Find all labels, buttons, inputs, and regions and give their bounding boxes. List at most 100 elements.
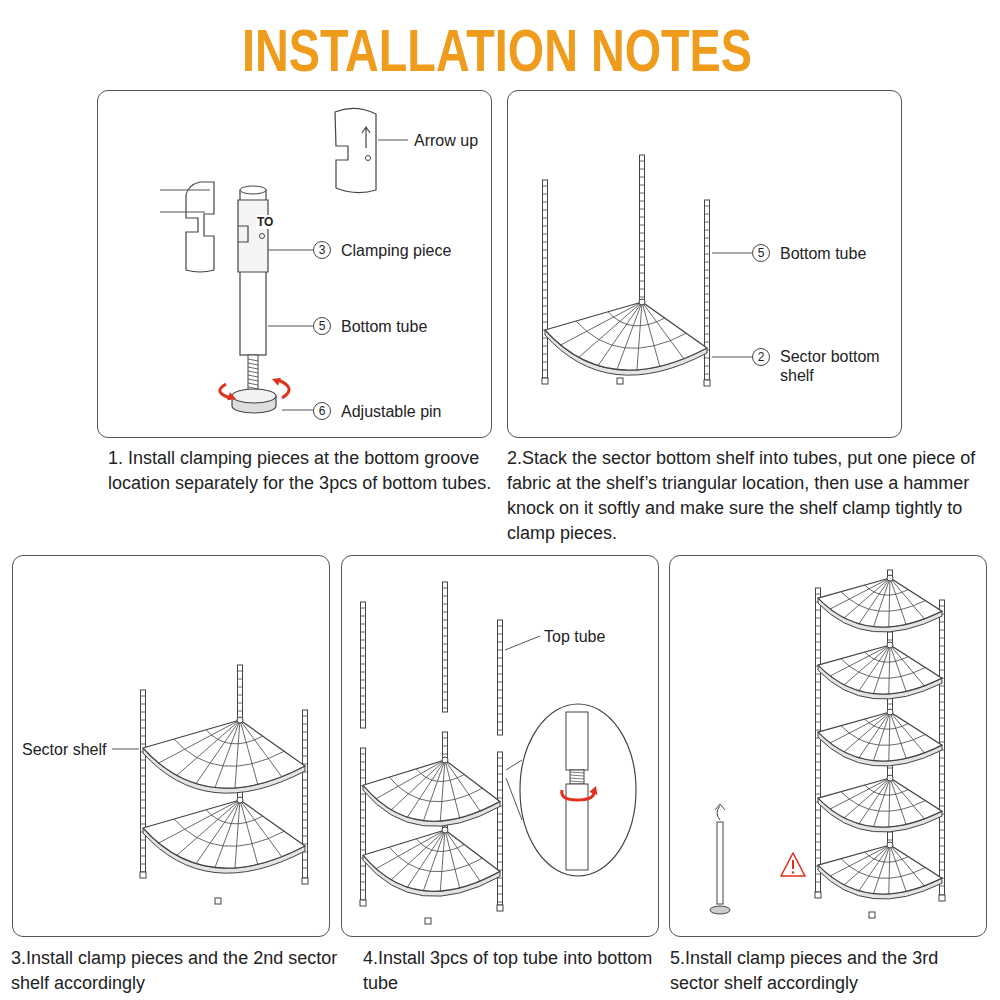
tube-segment bbox=[303, 836, 308, 837]
shelf-wire bbox=[617, 302, 642, 370]
tube-segment bbox=[361, 696, 366, 697]
tube bbox=[361, 602, 366, 728]
shelf-wire bbox=[865, 652, 908, 662]
tube-segment bbox=[816, 826, 821, 827]
tube-segment bbox=[543, 186, 548, 187]
shelf-wire bbox=[841, 859, 925, 879]
sector-shelf bbox=[818, 842, 942, 899]
leader-line bbox=[112, 749, 139, 750]
shelf-wire bbox=[391, 830, 445, 880]
tube-segment bbox=[640, 289, 645, 290]
tube-segment bbox=[705, 238, 710, 239]
rotation-arrow bbox=[278, 380, 289, 398]
tube-segment bbox=[816, 746, 821, 747]
top-tube bbox=[566, 712, 588, 770]
tube-segment bbox=[141, 712, 146, 713]
rotation-arrow bbox=[562, 790, 594, 800]
tube-segment bbox=[940, 782, 945, 783]
tube-segment bbox=[141, 744, 146, 745]
shelf-top bbox=[818, 645, 942, 694]
tube-segment bbox=[705, 302, 710, 303]
shelf-wire bbox=[841, 592, 925, 612]
tube-segment bbox=[498, 642, 503, 643]
sector-shelf bbox=[143, 797, 305, 873]
tube-segment bbox=[940, 806, 945, 807]
screw-thread bbox=[248, 359, 258, 361]
clamping-piece bbox=[238, 200, 268, 272]
bottom-tube bbox=[566, 784, 588, 870]
tube-segment bbox=[443, 612, 448, 613]
tube-segment bbox=[238, 703, 243, 704]
tube-segment bbox=[303, 828, 308, 829]
shelf-wire bbox=[637, 302, 642, 370]
tube-segment bbox=[361, 664, 366, 665]
clamp-detail bbox=[160, 108, 408, 413]
arrow-up-mark bbox=[715, 804, 725, 820]
tube-segment bbox=[443, 692, 448, 693]
shelf-wire bbox=[598, 302, 642, 366]
shelf-corner bbox=[887, 842, 893, 848]
leader-line bbox=[505, 636, 540, 650]
tube-segment bbox=[543, 346, 548, 347]
shelf-wire bbox=[445, 830, 460, 888]
tube-segment bbox=[498, 650, 503, 651]
tube-segment bbox=[361, 770, 366, 771]
shelf-corner bbox=[887, 709, 893, 715]
tube-segment bbox=[498, 790, 503, 791]
tube-segment bbox=[543, 282, 548, 283]
tube-segment bbox=[303, 724, 308, 725]
tube-segment bbox=[640, 193, 645, 194]
tube bbox=[498, 752, 503, 905]
tube-segment bbox=[361, 882, 366, 883]
tube-segment bbox=[498, 714, 503, 715]
tube-segment bbox=[361, 842, 366, 843]
step-panel: 4.Install 3pcs of top tube into bottom t… bbox=[341, 555, 659, 937]
bottom-shelf-step bbox=[542, 155, 752, 386]
tube-segment bbox=[816, 762, 821, 763]
tube-segment bbox=[361, 754, 366, 755]
shelf-wire bbox=[177, 720, 240, 775]
tube-segment bbox=[940, 774, 945, 775]
shelf-wire bbox=[407, 760, 445, 817]
leader-line bbox=[506, 760, 522, 770]
sector-shelf bbox=[818, 642, 942, 699]
tube-segment bbox=[816, 794, 821, 795]
tube-segment bbox=[303, 748, 308, 749]
tube-segment bbox=[816, 674, 821, 675]
shelf-wire bbox=[174, 739, 284, 766]
tube-segment bbox=[816, 842, 821, 843]
tube-segment bbox=[141, 856, 146, 857]
shelf-wire bbox=[376, 760, 445, 799]
sector-shelf bbox=[818, 775, 942, 832]
tube-segment bbox=[361, 794, 366, 795]
shelf-wire bbox=[177, 800, 240, 855]
tube-segment bbox=[816, 834, 821, 835]
tube-segment bbox=[498, 862, 503, 863]
shelf-wire bbox=[215, 720, 240, 788]
warning-mark bbox=[792, 860, 794, 869]
shelf-wire bbox=[889, 845, 890, 894]
adjustable-pin bbox=[710, 906, 730, 914]
screw-thread bbox=[570, 778, 584, 779]
tube-segment bbox=[361, 616, 366, 617]
tube-segment bbox=[498, 814, 503, 815]
tube-segment bbox=[361, 826, 366, 827]
tube-segment bbox=[498, 626, 503, 627]
tube-segment bbox=[303, 780, 308, 781]
tube-segment bbox=[303, 740, 308, 741]
shelf-top bbox=[363, 830, 500, 891]
tube-segment bbox=[141, 776, 146, 777]
spare-tube bbox=[717, 822, 723, 904]
shelf-wire bbox=[240, 720, 258, 784]
shelf-wire bbox=[389, 847, 482, 872]
shelf-wire bbox=[445, 760, 460, 818]
tube-segment bbox=[361, 624, 366, 625]
tube-segment bbox=[498, 798, 503, 799]
tube bbox=[498, 620, 503, 735]
step-caption: 1. Install clamping pieces at the bottom… bbox=[108, 446, 493, 496]
tube-segment bbox=[543, 274, 548, 275]
tube-segment bbox=[443, 596, 448, 597]
shelf-top bbox=[143, 720, 305, 788]
sector-shelf bbox=[818, 709, 942, 766]
tube-segment bbox=[816, 642, 821, 643]
